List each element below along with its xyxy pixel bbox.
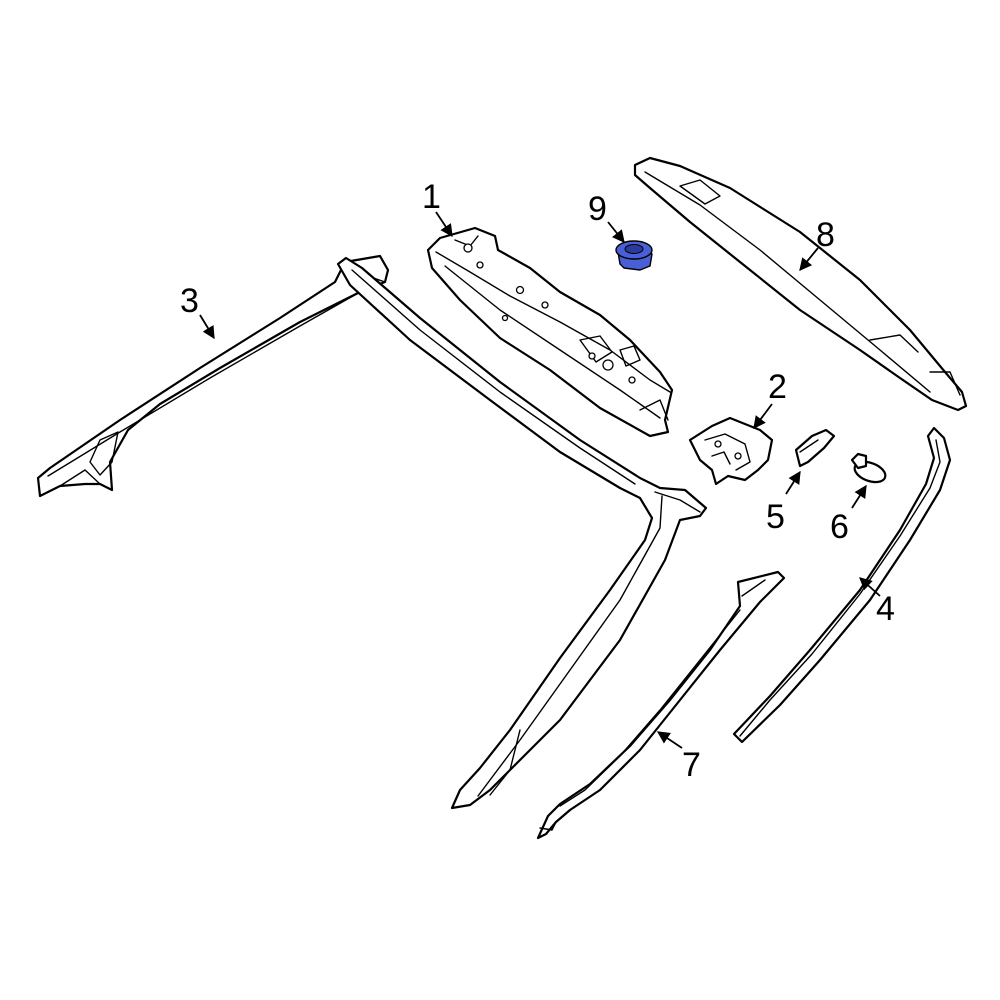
leader-5 — [785, 470, 801, 495]
callout-labels: 1 2 3 4 5 6 7 8 9 — [180, 178, 895, 784]
part-2-bracket[interactable] — [688, 416, 774, 486]
leader-3 — [199, 314, 215, 340]
leader-9 — [607, 221, 625, 243]
part-7-pillar-trim[interactable] — [536, 570, 786, 840]
callout-6: 6 — [830, 508, 849, 546]
callout-5: 5 — [766, 498, 785, 536]
part-6-push-pin[interactable] — [850, 452, 888, 486]
leader-2 — [753, 403, 773, 430]
callout-9: 9 — [588, 190, 607, 228]
callout-8: 8 — [816, 216, 835, 254]
part-3-roof-side-rail[interactable] — [36, 254, 390, 498]
windshield-frame[interactable] — [336, 256, 708, 810]
part-8-rear-roof-bow[interactable] — [633, 156, 968, 412]
callout-7: 7 — [682, 746, 701, 784]
callout-2: 2 — [768, 368, 787, 406]
part-4-molding[interactable] — [732, 426, 952, 744]
leader-7 — [656, 731, 683, 749]
leader-6 — [851, 484, 867, 509]
callout-3: 3 — [180, 282, 199, 320]
leader-lines — [199, 211, 881, 749]
callout-1: 1 — [422, 178, 441, 216]
part-9-clip[interactable] — [615, 240, 653, 271]
callout-4: 4 — [876, 590, 895, 628]
leader-1 — [435, 211, 453, 238]
part-5-strip[interactable] — [794, 428, 836, 468]
leader-8 — [799, 247, 819, 271]
part-1-front-roof-header[interactable] — [426, 226, 674, 438]
leader-4 — [859, 577, 881, 597]
